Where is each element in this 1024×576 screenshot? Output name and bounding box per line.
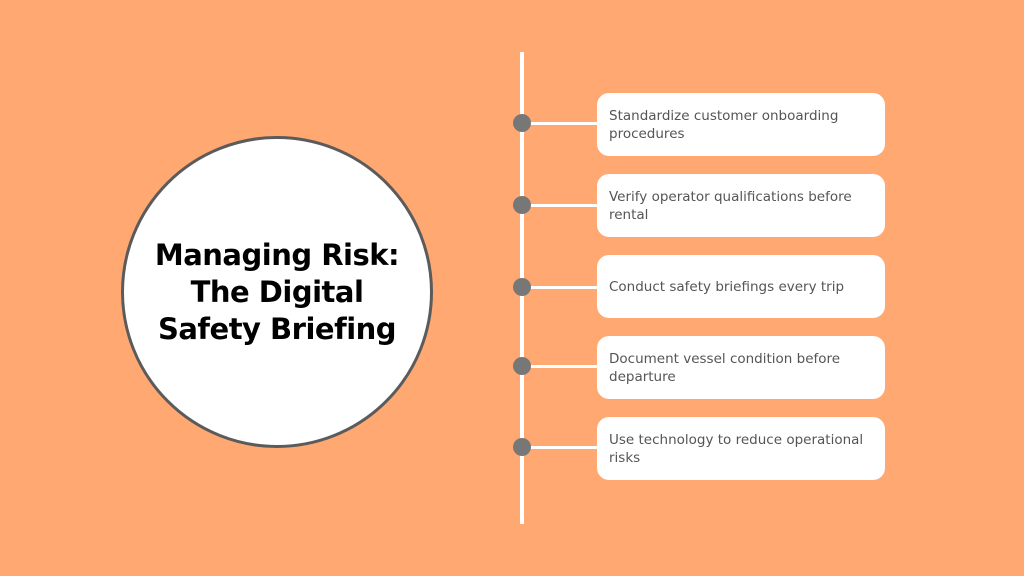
- step-connector: [524, 286, 598, 289]
- timeline-dot: [513, 278, 531, 296]
- title-circle: Managing Risk: The Digital Safety Briefi…: [121, 136, 433, 448]
- timeline-step-card: Standardize customer onboarding procedur…: [597, 93, 885, 156]
- timeline-dot: [513, 196, 531, 214]
- step-label: Standardize customer onboarding procedur…: [609, 107, 839, 142]
- step-label: Use technology to reduce operational ris…: [609, 431, 864, 466]
- step-label: Document vessel condition before departu…: [609, 350, 841, 385]
- timeline-dot: [513, 357, 531, 375]
- step-connector: [524, 122, 598, 125]
- page-title: Managing Risk: The Digital Safety Briefi…: [154, 237, 400, 346]
- timeline-step-card: Conduct safety briefings every trip: [597, 255, 885, 318]
- step-connector: [524, 365, 598, 368]
- timeline-step-card: Verify operator qualifications before re…: [597, 174, 885, 237]
- timeline-step-card: Document vessel condition before departu…: [597, 336, 885, 399]
- step-label: Verify operator qualifications before re…: [609, 188, 852, 223]
- timeline-dot: [513, 438, 531, 456]
- timeline-dot: [513, 114, 531, 132]
- timeline-step-card: Use technology to reduce operational ris…: [597, 417, 885, 480]
- step-connector: [524, 204, 598, 207]
- step-connector: [524, 446, 598, 449]
- step-label: Conduct safety briefings every trip: [609, 278, 845, 295]
